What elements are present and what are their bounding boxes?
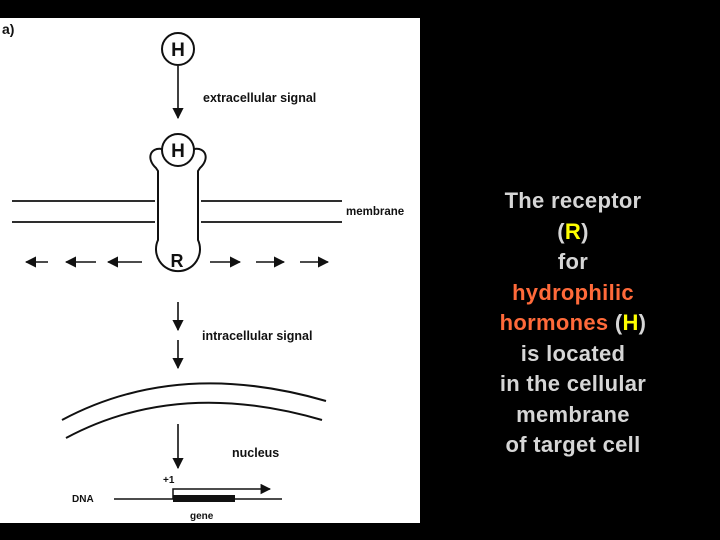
caption-hormones: hormones [500,310,609,335]
intracellular-label: intracellular signal [202,329,312,343]
caption-paren-close-2: ) [639,310,647,335]
dna-label: DNA [72,494,94,505]
caption-paren-open: ( [557,219,565,244]
transcription-start-label: +1 [163,475,175,486]
gene-label: gene [190,511,214,522]
caption-line-8: membrane [458,400,688,431]
caption-line-1: The receptor [458,186,688,217]
extracellular-label: extracellular signal [203,91,316,105]
caption-line-6: is located [458,339,688,370]
caption-paren-close: ) [581,219,589,244]
receptor-diagram: a) H extracellular signal membrane H R [0,18,420,523]
receptor-symbol: R [171,251,184,271]
caption-line-9: of target cell [458,430,688,461]
caption-line-2: (R) [458,217,688,248]
panel-label: a) [2,21,14,37]
receptor-symbol-highlight: R [565,219,581,244]
caption: The receptor (R) for hydrophilic hormone… [458,186,688,461]
bound-hormone-symbol: H [171,141,185,162]
caption-line-5: hormones (H) [458,308,688,339]
hormone-symbol-highlight: H [622,310,638,335]
gene-segment [173,495,235,502]
caption-line-3: for [458,247,688,278]
caption-hydrophilic: hydrophilic [458,278,688,309]
receptor-diagram-svg: a) H extracellular signal membrane H R [0,18,420,523]
caption-paren-open-2: ( [608,310,622,335]
hormone-symbol: H [171,40,185,61]
membrane-label: membrane [346,206,404,218]
nucleus-label: nucleus [232,446,279,460]
nuclear-envelope [62,383,326,438]
caption-line-7: in the cellular [458,369,688,400]
